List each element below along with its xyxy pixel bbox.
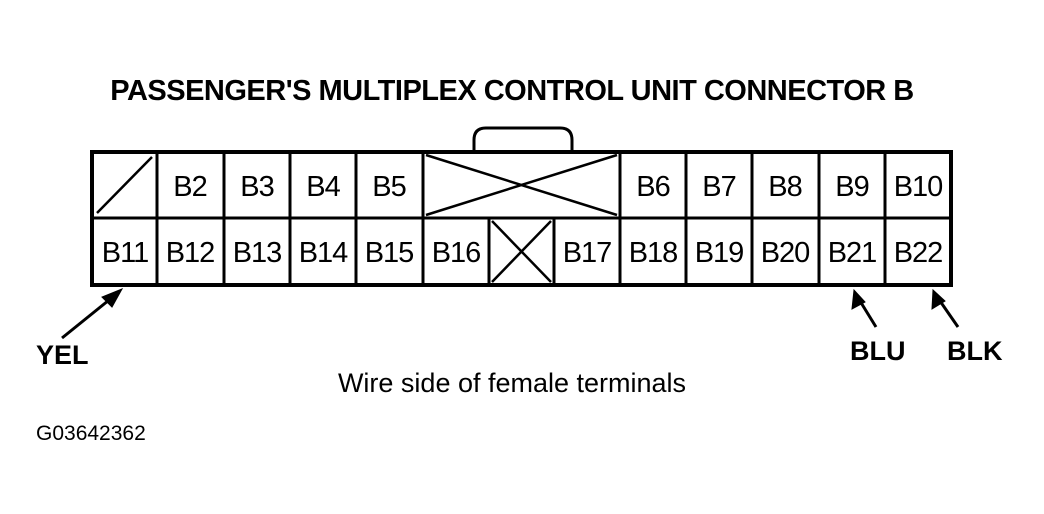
leader-arrows (61, 288, 960, 340)
terminal-label: B7 (702, 171, 735, 203)
terminal-label: B5 (372, 171, 405, 203)
wire-label-blk: BLK (947, 336, 1003, 366)
figure-id: G03642362 (36, 422, 146, 445)
blu-leader-line (858, 300, 878, 328)
row2-labels: B11 B12 B13 B14 B15 B16 B17 B18 B19 B20 … (102, 237, 944, 269)
row1-dividers (155, 152, 887, 218)
terminal-label: B3 (240, 171, 273, 203)
terminal-label: B20 (761, 237, 810, 269)
blk-leader-line (938, 300, 960, 328)
terminal-label: B6 (636, 171, 669, 203)
wire-label-blu: BLU (850, 336, 906, 366)
terminal-label: B17 (563, 237, 612, 269)
terminal-label: B16 (432, 237, 481, 269)
terminal-label: B10 (894, 171, 943, 203)
terminal-label: B19 (695, 237, 744, 269)
terminal-label: B21 (828, 237, 877, 269)
yel-leader-line (61, 294, 115, 340)
terminal-label: B15 (365, 237, 414, 269)
wire-label-yel: YEL (36, 340, 89, 370)
terminal-label: B12 (166, 237, 215, 269)
terminal-label: B22 (894, 237, 943, 269)
yel-arrowhead (101, 288, 124, 308)
terminal-label: B13 (233, 237, 282, 269)
terminal-label: B8 (768, 171, 801, 203)
row1-labels: B2 B3 B4 B5 B6 B7 B8 B9 B10 (173, 171, 943, 203)
terminal-label: B4 (306, 171, 340, 203)
cavity-unused-wide-cross (425, 153, 618, 217)
terminal-label: B18 (629, 237, 678, 269)
terminal-label: B9 (835, 171, 868, 203)
blu-arrowhead (851, 288, 866, 310)
row2-dividers (155, 218, 887, 285)
cavity-unused-slash (96, 156, 153, 214)
diagram-caption: Wire side of female terminals (338, 368, 686, 398)
cavity-unused-cross (491, 220, 552, 283)
connector-lock-tab (472, 126, 574, 152)
terminal-label: B14 (299, 237, 348, 269)
terminal-label: B11 (102, 237, 148, 269)
blk-arrowhead (931, 288, 946, 310)
terminal-label: B2 (173, 171, 206, 203)
diagram-title: PASSENGER'S MULTIPLEX CONTROL UNIT CONNE… (110, 75, 913, 107)
